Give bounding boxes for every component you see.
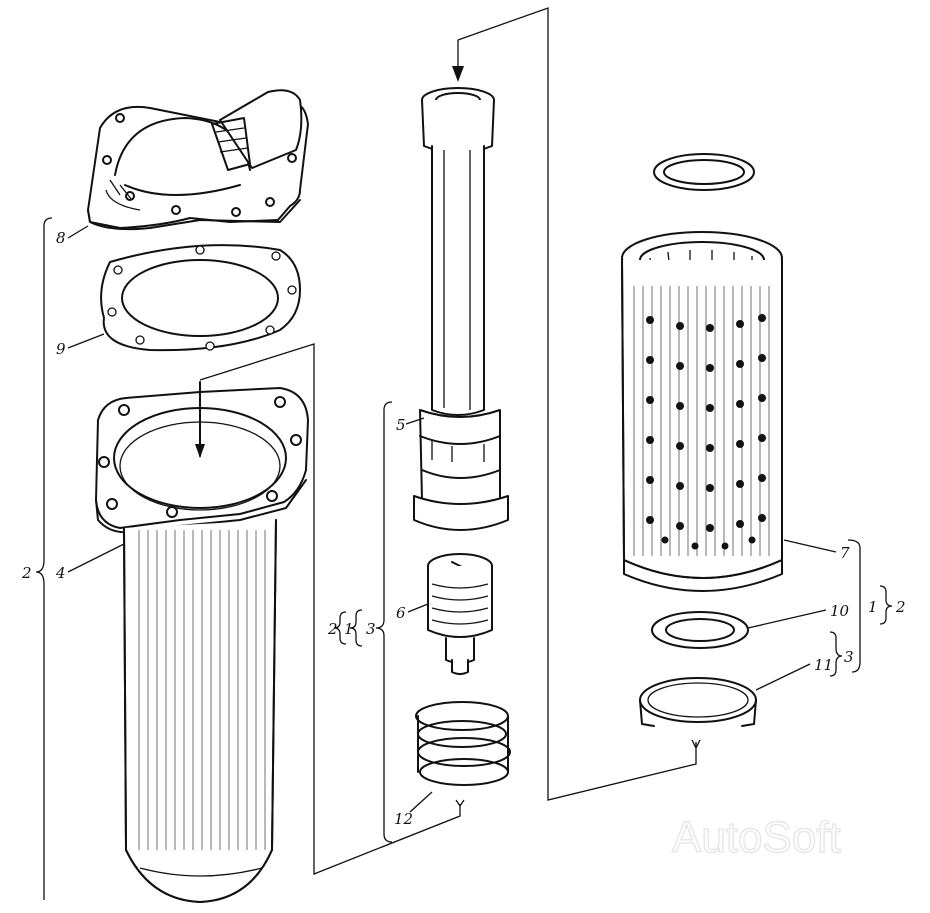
- filter-element-part-7: [621, 153, 783, 592]
- valve-part-6: [427, 553, 493, 675]
- label-group-1: 1: [344, 620, 354, 638]
- label-2-left-brace: 2: [21, 564, 32, 582]
- housing-part-4: [95, 381, 309, 903]
- label-10: 10: [830, 602, 850, 620]
- spring-part-12: [415, 701, 511, 786]
- label-4: 4: [55, 564, 66, 582]
- assembly-lines: [199, 7, 701, 875]
- retainer-ring-part-11: [639, 677, 757, 727]
- label-9: 9: [56, 340, 66, 358]
- seal-ring-part-10: [651, 611, 749, 649]
- tube-part-5: [413, 87, 509, 531]
- label-5: 5: [396, 416, 406, 434]
- label-group-2: 2: [327, 620, 338, 638]
- label-11: 11: [814, 656, 833, 674]
- gasket-part-9: [100, 244, 301, 352]
- label-right-1: 1: [868, 598, 878, 616]
- label-7: 7: [840, 544, 850, 562]
- label-12: 12: [394, 810, 413, 828]
- label-group-3: 3: [366, 620, 376, 638]
- leader-lines: [67, 225, 837, 813]
- label-6: 6: [396, 604, 406, 622]
- label-right-2: 2: [895, 598, 906, 616]
- label-8: 8: [56, 229, 66, 247]
- cover-part-8: [87, 89, 309, 231]
- label-right-3: 3: [844, 648, 854, 666]
- braces: [35, 217, 893, 900]
- watermark: AutoSoft: [672, 813, 841, 862]
